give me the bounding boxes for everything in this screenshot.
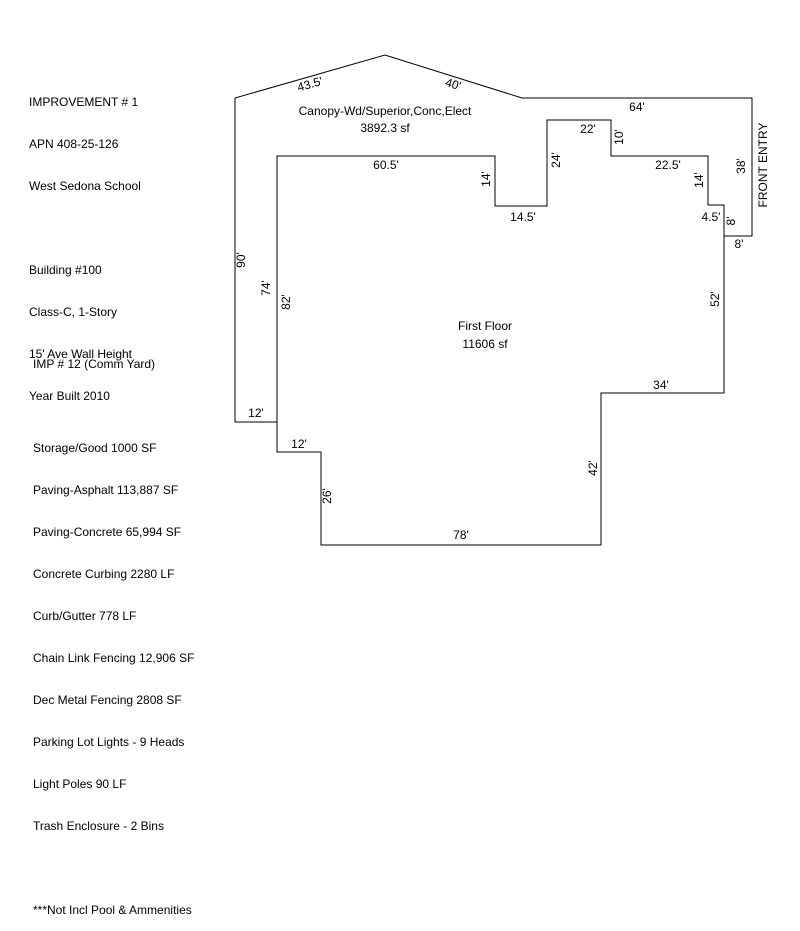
yard-line: Storage/Good 1000 SF: [33, 441, 157, 455]
dim-label: 34': [653, 378, 669, 392]
yard-title: IMP # 12 (Comm Yard): [33, 357, 156, 371]
improvement-info: IMPROVEMENT # 1 APN 408-25-126 West Sedo…: [29, 67, 141, 417]
canopy-outline: [234, 54, 753, 423]
dim-label: 8': [724, 217, 738, 226]
info-line: Year Built 2010: [29, 389, 110, 403]
dim-label: 43.5': [296, 74, 325, 95]
yard-line: Dec Metal Fencing 2808 SF: [33, 693, 182, 707]
info-line: West Sedona School: [29, 179, 141, 193]
dim-label: 42': [586, 460, 600, 476]
dim-label: 12': [291, 437, 307, 451]
yard-line: Light Poles 90 LF: [33, 777, 127, 791]
dim-label: 14': [479, 171, 493, 187]
yard-line: Chain Link Fencing 12,906 SF: [33, 651, 195, 665]
first-floor-outline: [276, 119, 725, 546]
info-line: 15' Ave Wall Height: [29, 347, 133, 361]
dim-label: 52': [708, 291, 722, 307]
dim-label: 60.5': [373, 158, 399, 172]
front-entry-label: FRONT ENTRY: [756, 123, 770, 208]
dim-label: 22': [580, 122, 596, 136]
dim-label: 90': [234, 252, 248, 268]
dim-label: 12': [248, 406, 264, 420]
info-line: Class-C, 1-Story: [29, 305, 118, 319]
yard-line: Concrete Curbing 2280 LF: [33, 567, 175, 581]
dim-label: 78': [453, 528, 469, 542]
dim-label: 26': [320, 488, 334, 504]
info-line: Building #100: [29, 263, 102, 277]
dim-label: 22.5': [655, 158, 681, 172]
yard-line: Paving-Asphalt 113,887 SF: [33, 483, 179, 497]
yard-note: ***Not Incl Pool & Ammenities: [33, 903, 192, 917]
dim-label: 82': [279, 294, 293, 310]
dim-label: 74': [259, 280, 273, 296]
dim-label: 8': [735, 237, 744, 251]
first-floor-area: 11606 sf: [462, 337, 508, 351]
yard-line: Parking Lot Lights - 9 Heads: [33, 735, 185, 749]
floor-plan-sketch: Canopy-Wd/Superior,Conc,Elect 3892.3 sf …: [234, 54, 770, 546]
first-floor-name: First Floor: [458, 319, 512, 333]
yard-line: Paving-Concrete 65,994 SF: [33, 525, 182, 539]
yard-line: Curb/Gutter 778 LF: [33, 609, 137, 623]
info-line: IMPROVEMENT # 1: [29, 95, 139, 109]
yard-line: Trash Enclosure - 2 Bins: [33, 819, 164, 833]
dim-label: 4.5': [702, 210, 721, 224]
canopy-name: Canopy-Wd/Superior,Conc,Elect: [299, 104, 472, 118]
dim-label: 10': [612, 129, 626, 145]
dim-label: 14': [692, 172, 706, 188]
dim-label: 14.5': [510, 210, 536, 224]
dim-label: 24': [549, 152, 563, 168]
dim-label: 38': [734, 158, 748, 174]
dim-label: 40': [444, 75, 463, 93]
info-line: APN 408-25-126: [29, 137, 119, 151]
dim-label: 64': [629, 100, 645, 114]
canopy-area: 3892.3 sf: [360, 121, 410, 135]
